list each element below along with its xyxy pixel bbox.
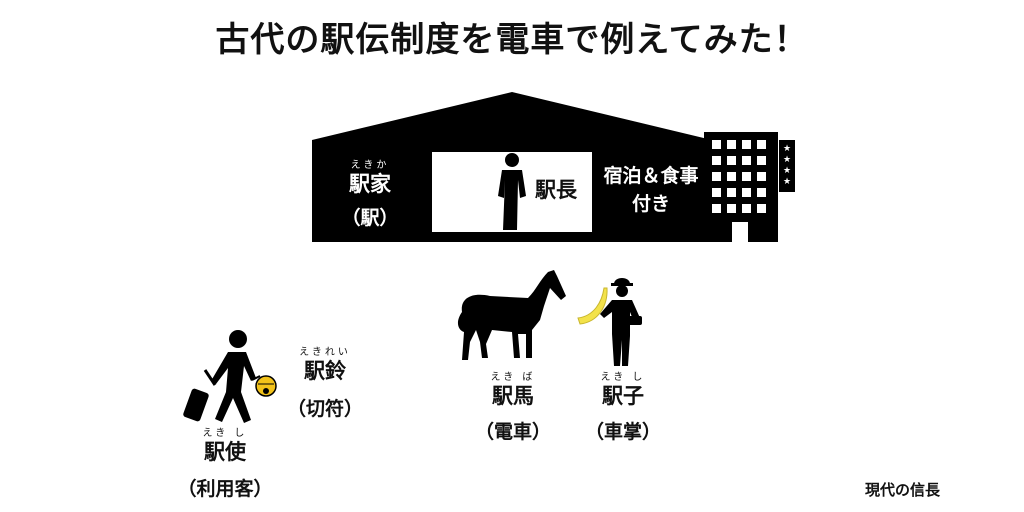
station-master-label: 駅長 (528, 177, 584, 203)
messenger-label: えき し 駅使 (180, 428, 270, 465)
svg-text:★: ★ (783, 166, 791, 176)
bell-label: えきれい 駅鈴 (280, 347, 370, 384)
station-house-label: えきか 駅家 (330, 160, 410, 197)
messenger-ruby: えき し (202, 428, 248, 439)
svg-text:★: ★ (783, 144, 791, 154)
bell-icon (251, 375, 277, 397)
horse-name: 駅馬 (492, 384, 534, 408)
horse-ruby: えき ば (490, 372, 536, 383)
lodging-label: 宿泊＆食事 付き (592, 162, 710, 218)
groom-label: えき し 駅子 (578, 372, 668, 409)
horse-paren: （電車） (474, 421, 551, 443)
banana-icon (577, 287, 608, 325)
station-house-name: 駅家 (349, 172, 391, 196)
bell-ruby: えきれい (299, 347, 351, 358)
messenger-paren: （利用客） (177, 478, 273, 500)
messenger-name: 駅使 (204, 440, 246, 464)
conductor-figure (600, 278, 642, 366)
hotel-tower-icon: ★★★★ (704, 132, 795, 242)
svg-text:★: ★ (783, 177, 791, 187)
groom-name: 駅子 (602, 384, 644, 408)
station-house-paren: （駅） (341, 207, 399, 229)
lodging-line1: 宿泊＆食事 (603, 165, 699, 187)
credit-text: 現代の信長 (864, 481, 940, 499)
station-house-ruby: えきか (350, 160, 390, 171)
bell-name: 駅鈴 (304, 359, 346, 383)
bell-paren: （切符） (286, 398, 363, 420)
hotel-stars-icon: ★★★★ (783, 144, 791, 187)
page-title: 古代の駅伝制度を電車で例えてみた！ (215, 20, 809, 60)
horse-figure (457, 270, 566, 360)
traveler-figure (183, 330, 256, 423)
station-master-figure (498, 153, 526, 230)
lodging-line2: 付き (631, 193, 670, 215)
station-master-name: 駅長 (535, 178, 577, 202)
horse-label: えき ば 駅馬 (468, 372, 558, 409)
groom-paren: （車掌） (584, 421, 661, 443)
svg-text:★: ★ (783, 155, 791, 165)
groom-ruby: えき し (600, 372, 646, 383)
hotel-windows (712, 140, 766, 242)
